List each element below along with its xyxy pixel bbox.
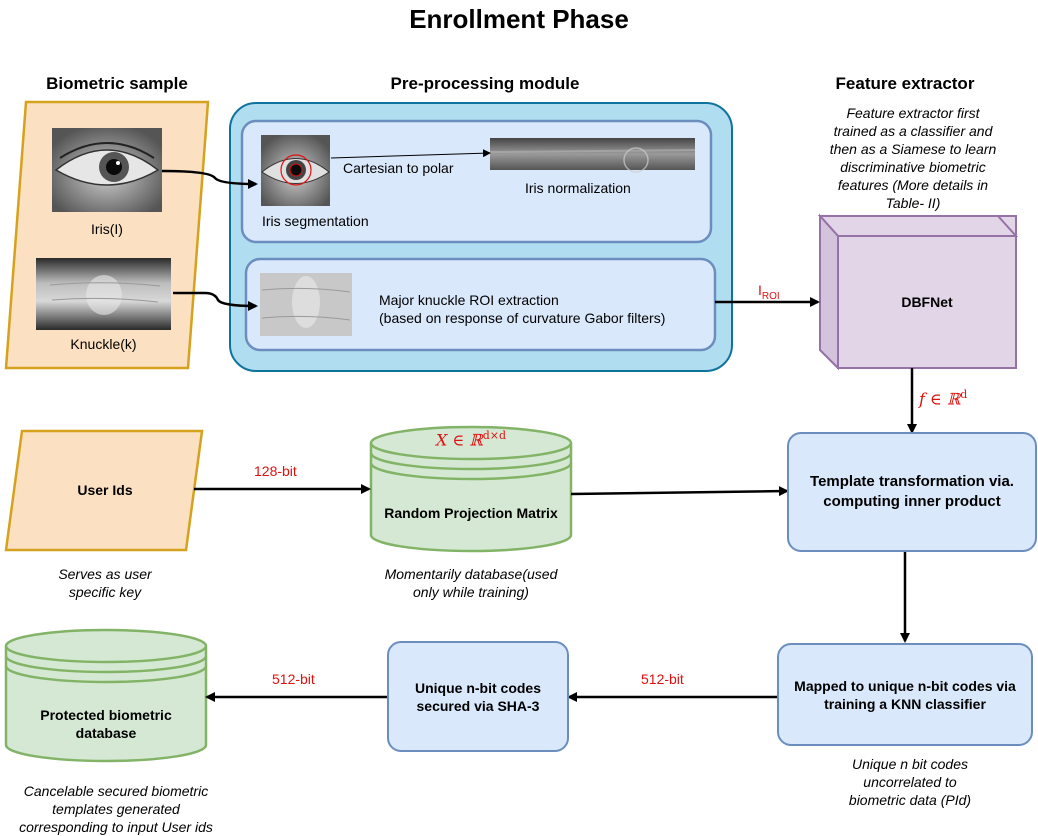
cartesian-to-polar-label: Cartesian to polar — [343, 160, 454, 176]
database-line: Protected biometric — [40, 707, 172, 723]
projection-symbol-main: X ∈ ℝ — [435, 430, 483, 450]
iroi-main: I — [758, 282, 762, 298]
edge-label-512-bit-sha: 512-bit — [272, 671, 315, 687]
header-preprocessing: Pre-processing module — [390, 74, 580, 93]
feature-vector-sup: d — [960, 388, 968, 401]
database-note-line: templates generated — [52, 801, 180, 817]
iris-segmentation-image — [261, 135, 330, 206]
iris-normalization-label: Iris normalization — [525, 180, 631, 196]
feature-vector-main: f ∈ ℝ — [919, 389, 961, 409]
template-line: Template transformation via. — [810, 473, 1014, 490]
knn-note-line: Unique n bit codes — [852, 756, 968, 772]
edge-label-512-bit-knn: 512-bit — [641, 671, 684, 687]
knn-note: Unique n bit codes uncorrelated to biome… — [805, 755, 1015, 809]
database-label: Protected biometric database — [6, 706, 206, 742]
user-ids-note-line: Serves as user — [58, 566, 152, 582]
user-ids-label: User Ids — [77, 482, 133, 498]
dbfnet-label: DBFNet — [901, 294, 953, 310]
knn-note-line: biometric data (PId) — [848, 792, 972, 808]
diagram-title: Enrollment Phase — [409, 4, 629, 34]
edge-iris-to-segmentation — [161, 169, 258, 189]
dbfnet-cube — [817, 213, 1019, 371]
iroi-label: IROI — [758, 282, 780, 302]
edge-knuckle-to-roi — [173, 291, 258, 311]
iris-sample-label: Iris(I) — [91, 221, 123, 237]
template-transformation-box: Template transformation via. computing i… — [787, 432, 1037, 552]
edge-cartesian-to-polar — [330, 149, 491, 159]
edge-projection-to-template — [570, 486, 789, 497]
feature-note-line: Table- II) — [885, 195, 941, 211]
knuckle-roi-image — [260, 273, 352, 336]
projection-note-line: only while training) — [413, 584, 529, 600]
knuckle-roi-label: Major knuckle ROI extraction (based on r… — [379, 291, 665, 327]
database-note-line: corresponding to input User ids — [19, 819, 213, 835]
sha3-box: Unique n-bit codes secured via SHA-3 — [387, 641, 569, 752]
knuckle-sample-image — [36, 258, 171, 330]
feature-note-line: Feature extractor first — [846, 105, 980, 121]
knn-note-line: uncorrelated to — [863, 774, 957, 790]
projection-label: Random Projection Matrix — [384, 505, 558, 521]
feature-note-line: then as a Siamese to learn — [829, 141, 997, 157]
projection-symbol-sup: d×d — [482, 429, 506, 442]
feature-vector-label: f ∈ ℝd — [919, 388, 967, 408]
user-ids-note-line: specific key — [68, 584, 142, 600]
preprocessing-module-panel — [229, 102, 733, 372]
knuckle-sample-label: Knuckle(k) — [70, 336, 137, 352]
header-feature-extractor: Feature extractor — [835, 74, 975, 93]
template-line: computing inner product — [823, 493, 1001, 510]
database-line: database — [75, 725, 137, 741]
projection-symbol: X ∈ ℝd×d — [371, 429, 571, 449]
feature-note-line: features (More details in — [837, 177, 989, 193]
knn-line: Mapped to unique n-bit codes via — [794, 677, 1016, 694]
knuckle-roi-line1: Major knuckle ROI extraction — [379, 292, 559, 308]
user-ids-note: Serves as user specific key — [10, 565, 200, 601]
iris-segmentation-label: Iris segmentation — [262, 213, 369, 229]
knn-line: training a KNN classifier — [824, 695, 986, 712]
projection-note-line: Momentarily database(used — [384, 566, 558, 582]
iris-sample-image — [52, 128, 162, 212]
database-note-line: Cancelable secured biometric — [23, 783, 209, 799]
iroi-sub: ROI — [761, 290, 780, 302]
feature-note-line: trained as a classifier and — [833, 123, 993, 139]
feature-extractor-note: Feature extractor first trained as a cla… — [800, 104, 1026, 212]
feature-note-line: discriminative biometric — [840, 159, 986, 175]
iris-normalization-image — [489, 138, 696, 173]
edge-label-128-bit: 128-bit — [254, 463, 297, 479]
database-note: Cancelable secured biometric templates g… — [0, 782, 232, 836]
knn-mapping-box: Mapped to unique n-bit codes via trainin… — [777, 643, 1033, 746]
sha-line: Unique n-bit codes — [415, 679, 541, 696]
projection-note: Momentarily database(used only while tra… — [366, 565, 576, 601]
header-biometric-sample: Biometric sample — [46, 74, 188, 93]
knuckle-roi-line2: (based on response of curvature Gabor fi… — [379, 310, 666, 326]
sha-line: secured via SHA-3 — [416, 697, 540, 714]
